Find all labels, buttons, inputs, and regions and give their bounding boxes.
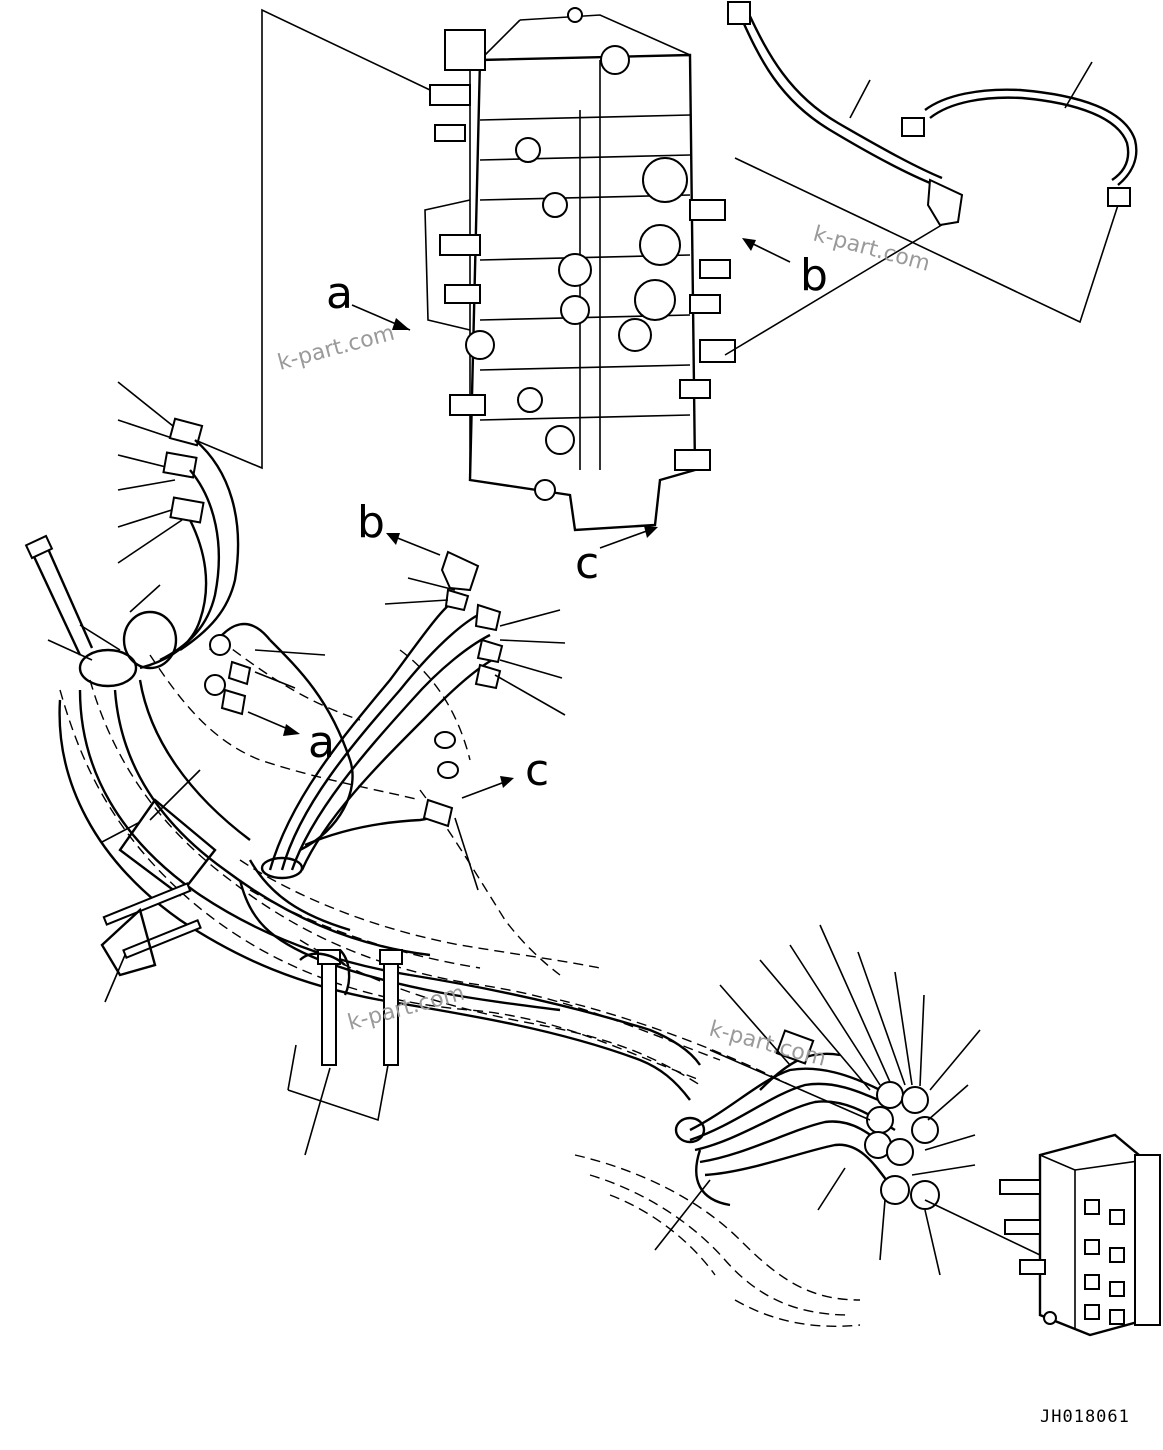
- hose-clamp: [47, 584, 178, 688]
- callout-a-top: a: [326, 268, 353, 319]
- upper-right-pipes: [727, 1, 1138, 227]
- leader-line: [194, 8, 431, 470]
- watermark: k-part.com: [345, 981, 467, 1036]
- callout-arrows-top: [247, 238, 791, 799]
- left-fittings: [117, 381, 240, 670]
- center-left-fittings: [204, 634, 459, 779]
- left-rod: [24, 534, 94, 656]
- watermark: k-part.com: [706, 1017, 828, 1072]
- main-hose-bundle: [58, 622, 701, 1101]
- callout-c-low: c: [525, 745, 549, 796]
- leader-line: [734, 157, 1119, 324]
- drawing-code: JH018061: [1040, 1407, 1130, 1427]
- callout-a-mid: a: [308, 717, 335, 768]
- boom-clamps: [100, 769, 403, 1156]
- right-hose-group: [654, 924, 1041, 1276]
- boom-outline: [59, 639, 861, 1327]
- watermark: k-part.com: [275, 321, 397, 376]
- callout-c-mid: c: [575, 538, 599, 589]
- ppc-valve-block: [999, 1133, 1161, 1337]
- watermark: k-part.com: [810, 222, 932, 277]
- control-valve-assembly: [424, 7, 736, 532]
- middle-hoses: [260, 550, 566, 891]
- leader-line: [724, 219, 951, 356]
- callout-b-top: b: [800, 250, 828, 301]
- callout-b-mid: b: [357, 497, 385, 548]
